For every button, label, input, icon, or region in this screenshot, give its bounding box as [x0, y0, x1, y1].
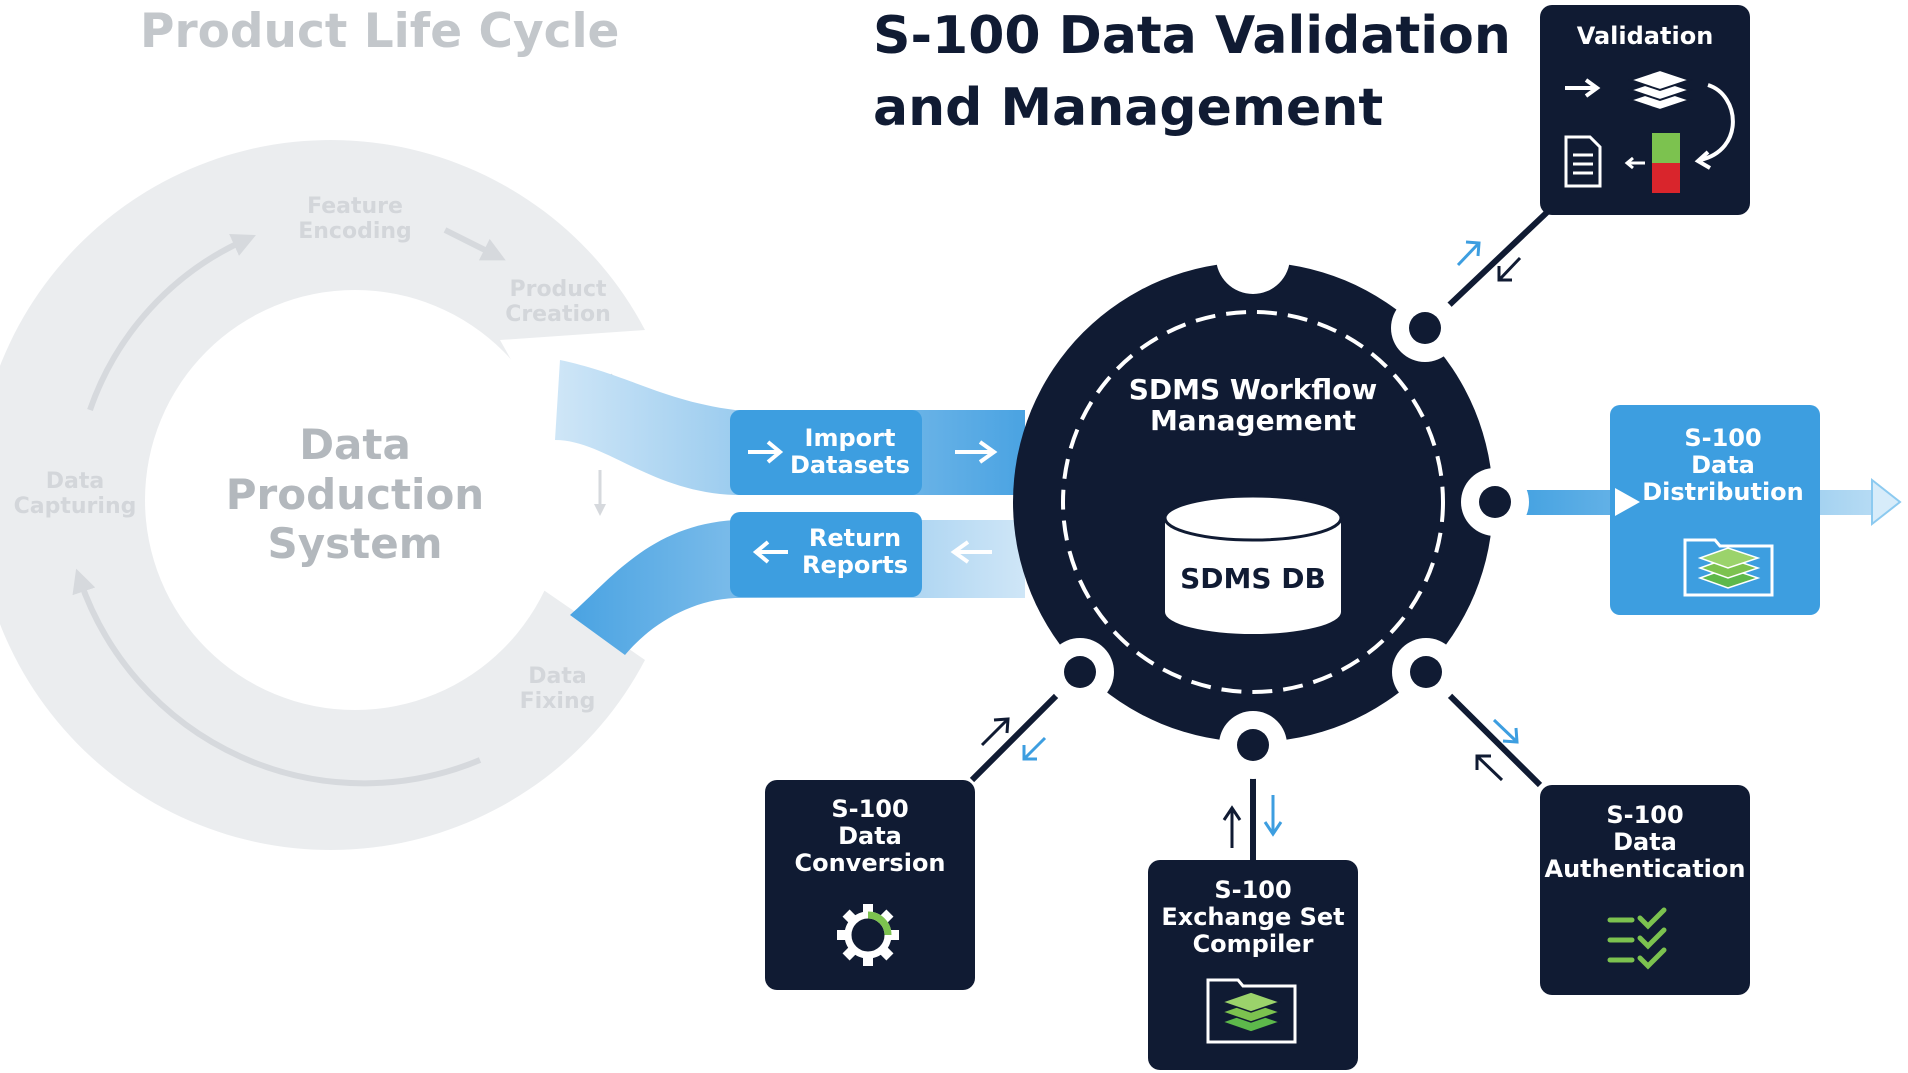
compiler-arrow-in: [1222, 805, 1242, 848]
distribution-arrowhead: [1871, 477, 1902, 527]
main-title-line1: S-100 Data Validation: [873, 6, 1511, 66]
cycle-arrow-top-right: [443, 227, 506, 261]
conversion-arrow-out: [1022, 736, 1047, 761]
hub-ports: [1046, 294, 1529, 779]
compiler-layers-folder-icon: [1206, 978, 1297, 1044]
flow-bands: [555, 360, 1025, 655]
hub-dashed-ring: [1061, 310, 1445, 694]
database-icon: [1163, 494, 1343, 634]
validation-icon: [1564, 68, 1735, 193]
compiler-arrow-out: [1263, 795, 1283, 837]
import-out-arrow-icon: [955, 440, 998, 464]
distribution-layers-folder-icon: [1683, 538, 1774, 597]
import-box: [730, 410, 922, 495]
connector-small-arrows: [980, 240, 1522, 848]
main-title-line2: and Management: [873, 78, 1384, 138]
authentication-checklist-icon: [1607, 907, 1667, 970]
lifecycle-center-label: Data Production System: [225, 420, 485, 569]
hub-top-notch: [1216, 220, 1290, 294]
sdms-hub: [1013, 220, 1529, 779]
cycle-arrow-bottom-left: [72, 568, 482, 787]
compiler-box: [1148, 860, 1358, 1070]
distribution-group: [1495, 405, 1902, 615]
conversion-box: [765, 780, 975, 990]
conversion-gear-icon: [837, 904, 899, 966]
import-arrow-icon: [748, 440, 784, 464]
lifecycle-title: Product Life Cycle: [140, 4, 620, 59]
conversion-arrow-in: [980, 717, 1010, 747]
sdms-db-label: SDMS DB: [1180, 562, 1326, 595]
authentication-arrow-in: [1475, 754, 1504, 782]
lifecycle-ring: [0, 140, 646, 850]
validation-arrow-in: [1497, 256, 1522, 282]
authentication-arrow-out: [1492, 718, 1519, 744]
validation-arrow-out: [1456, 240, 1481, 267]
validation-label: Validation: [1576, 22, 1714, 50]
return-arrow-icon: [752, 540, 788, 564]
cycle-arrow-top-left: [87, 234, 256, 411]
lifecycle-center-disc: [145, 290, 565, 710]
authentication-box: [1540, 785, 1750, 995]
return-in-arrow-icon: [950, 540, 992, 564]
return-box: [730, 512, 922, 597]
distribution-arrowhead-mid: [1615, 488, 1640, 516]
distribution-box: [1610, 405, 1820, 615]
